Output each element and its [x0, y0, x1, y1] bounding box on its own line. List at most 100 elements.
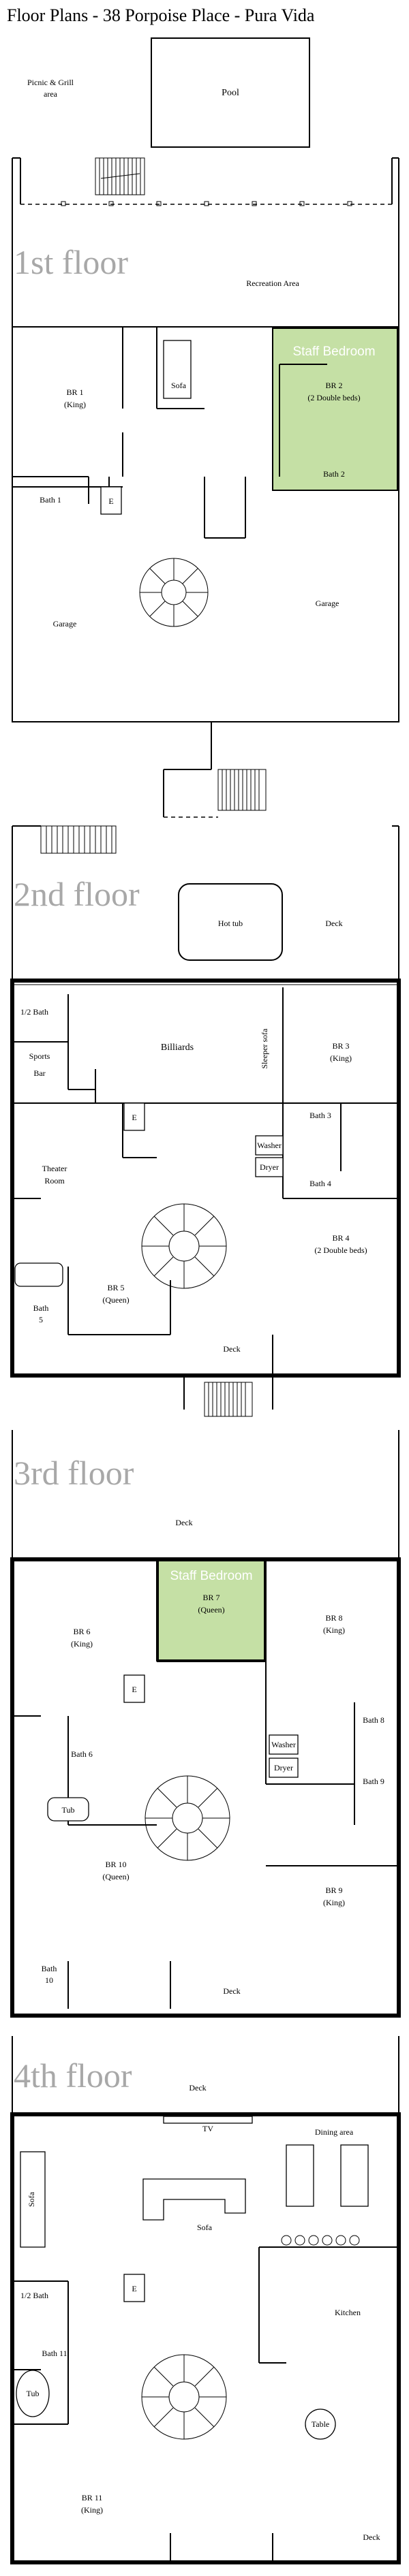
staff-bedroom-3	[157, 1560, 265, 1661]
pool-label: Pool	[222, 88, 239, 98]
bath-5-number: 5	[39, 1315, 43, 1324]
br8-bed: (King)	[323, 1625, 345, 1635]
br11-label: BR 11	[82, 2493, 103, 2502]
br9-label: BR 9	[325, 1886, 342, 1895]
pool-outline	[151, 37, 310, 148]
garage-right-label: Garage	[316, 599, 339, 608]
dining-table-1	[286, 2144, 314, 2207]
br1-bed: (King)	[64, 400, 86, 409]
bath-9-label: Bath 9	[363, 1777, 384, 1786]
bathtub-4	[16, 2370, 50, 2417]
elevator-2	[123, 1102, 145, 1131]
recreation-label: Recreation Area	[246, 279, 299, 288]
bath-2-label: Bath 2	[323, 469, 345, 479]
washer-2	[255, 1135, 284, 1156]
elevator-4	[123, 2274, 145, 2302]
dryer-3-label: Dryer	[274, 1763, 293, 1772]
sofa-1	[163, 340, 192, 399]
bath-10-number: 10	[45, 1975, 53, 1985]
deck-2-walls	[12, 825, 399, 981]
elevator-4-label: E	[132, 2284, 136, 2293]
bath-11-label: Bath 11	[42, 2349, 67, 2358]
dryer-2	[255, 1157, 284, 1177]
tv-unit	[163, 2116, 253, 2124]
br4-bed: (2 Double beds)	[314, 1245, 367, 1255]
floor-1: 1st floor Recreation Area Staff Bedroom …	[12, 157, 399, 818]
floor-1-label: 1st floor	[14, 243, 128, 281]
sofa-left-label: Sofa	[27, 2191, 36, 2207]
half-bath-2-label: 1/2 Bath	[20, 1007, 48, 1017]
floor-1-envelope	[12, 326, 399, 722]
bar-stools	[281, 2235, 360, 2246]
table-label: Table	[312, 2419, 329, 2429]
elevator-1	[100, 486, 122, 515]
bathtub-2	[14, 1262, 63, 1287]
br3-bed: (King)	[330, 1053, 352, 1063]
kitchen-table	[305, 2408, 336, 2440]
deck-2-bottom-label: Deck	[223, 1344, 240, 1354]
half-bath-4-label: 1/2 Bath	[20, 2291, 48, 2300]
deck-3-top-label: Deck	[175, 1518, 192, 1527]
floor-3-label: 3rd floor	[14, 1454, 134, 1492]
theater-label: Theater	[42, 1164, 67, 1173]
br5-bed: (Queen)	[102, 1295, 129, 1305]
staff-bedroom-1-label: Staff Bedroom	[292, 345, 375, 359]
kitchen-counter	[258, 2246, 399, 2364]
dining-table-2	[340, 2144, 369, 2207]
exterior-stair-bottom	[163, 722, 267, 818]
floor-2-walls	[12, 987, 399, 1335]
sofa-1-label: Sofa	[171, 381, 187, 390]
dryer-3	[269, 1758, 299, 1778]
br11-bed: (King)	[81, 2505, 103, 2515]
garage-left-label: Garage	[53, 619, 77, 629]
sleeper-sofa-label: Sleeper sofa	[260, 1028, 269, 1069]
picnic-label: Picnic & Grill	[27, 78, 74, 87]
br7-bed: (Queen)	[198, 1605, 224, 1615]
spiral-staircase-icon	[141, 2354, 227, 2440]
deck-3-bottom-label: Deck	[223, 1986, 240, 1996]
floor-3-walls	[12, 1559, 399, 2009]
br10-bed: (Queen)	[102, 1872, 129, 1881]
bath-6-label: Bath 6	[71, 1749, 93, 1759]
floor-4-label: 4th floor	[14, 2056, 132, 2095]
washer-3	[269, 1734, 299, 1755]
floor-3-envelope	[10, 1557, 401, 2018]
elevator-3	[123, 1674, 145, 1703]
billiards-label: Billiards	[161, 1043, 194, 1053]
elevator-1-label: E	[108, 496, 113, 506]
picnic-label-2: area	[44, 89, 58, 99]
sofa-left	[20, 2151, 46, 2248]
br6-bed: (King)	[71, 1639, 93, 1649]
br9-bed: (King)	[323, 1898, 345, 1907]
br2-inner-walls	[279, 364, 327, 477]
rec-area-posts	[61, 201, 352, 206]
staff-bedroom-1	[272, 328, 398, 491]
bath-3-label: Bath 3	[309, 1111, 331, 1120]
floor-4-walls	[12, 2280, 273, 2562]
deck-4-bottom-label: Deck	[363, 2532, 380, 2542]
br5-label: BR 5	[107, 1283, 124, 1292]
floor-3: 3rd floor Deck Staff Bedroom BR 7 (Queen…	[10, 1430, 401, 2018]
br8-label: BR 8	[325, 1613, 342, 1623]
spiral-staircase-icon	[145, 1775, 230, 1861]
br7-label: BR 7	[202, 1593, 219, 1602]
elevator-2-label: E	[132, 1113, 136, 1122]
br2-label: BR 2	[325, 381, 342, 390]
kitchen-label: Kitchen	[335, 2308, 361, 2317]
spiral-staircase-icon	[139, 558, 209, 627]
theater-label-2: Room	[44, 1176, 65, 1186]
bath-4-label: Bath 4	[309, 1179, 331, 1188]
br3-label: BR 3	[332, 1041, 349, 1051]
site-area: Picnic & Grill area Pool	[27, 37, 310, 148]
floor-4: 4th floor Deck TV Dining area Sofa Sofa …	[10, 2036, 401, 2564]
exterior-stair-top	[95, 157, 145, 195]
tub-4-label: Tub	[27, 2389, 40, 2398]
br4-label: BR 4	[332, 1233, 349, 1243]
br2-bed: (2 Double beds)	[307, 393, 360, 402]
deck-3-walls	[12, 1430, 399, 1559]
br1-label: BR 1	[66, 387, 83, 397]
floor-2-envelope	[10, 979, 401, 1378]
tv-label: TV	[202, 2124, 213, 2133]
elevator-3-label: E	[132, 1685, 136, 1694]
